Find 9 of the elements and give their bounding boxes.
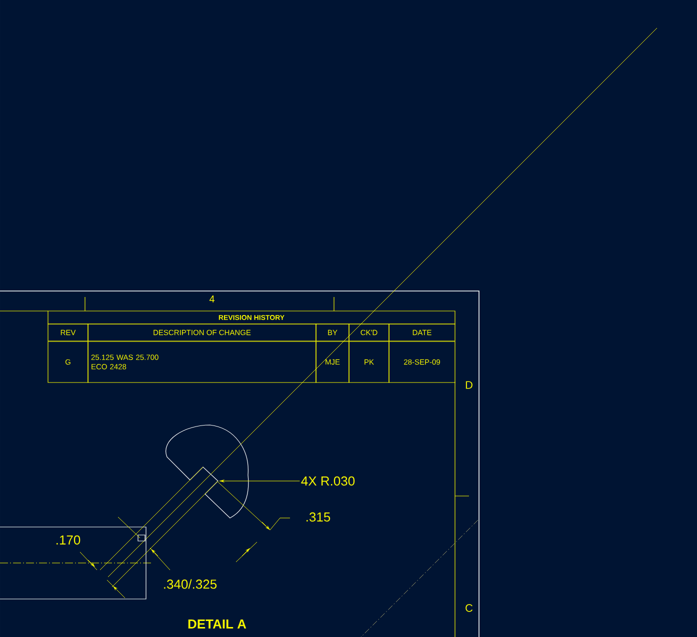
dimension-text: .340/.325	[164, 579, 217, 589]
detail-title: DETAIL A	[188, 620, 246, 628]
part-drawing	[0, 424, 249, 600]
callout-text: 4X R.030	[301, 476, 355, 486]
dimension-text: .170	[56, 535, 80, 545]
dimension-text: .315	[306, 512, 330, 522]
zone-label: 4	[209, 296, 214, 302]
zone-label: D	[466, 381, 472, 389]
zone-label: C	[466, 604, 473, 612]
